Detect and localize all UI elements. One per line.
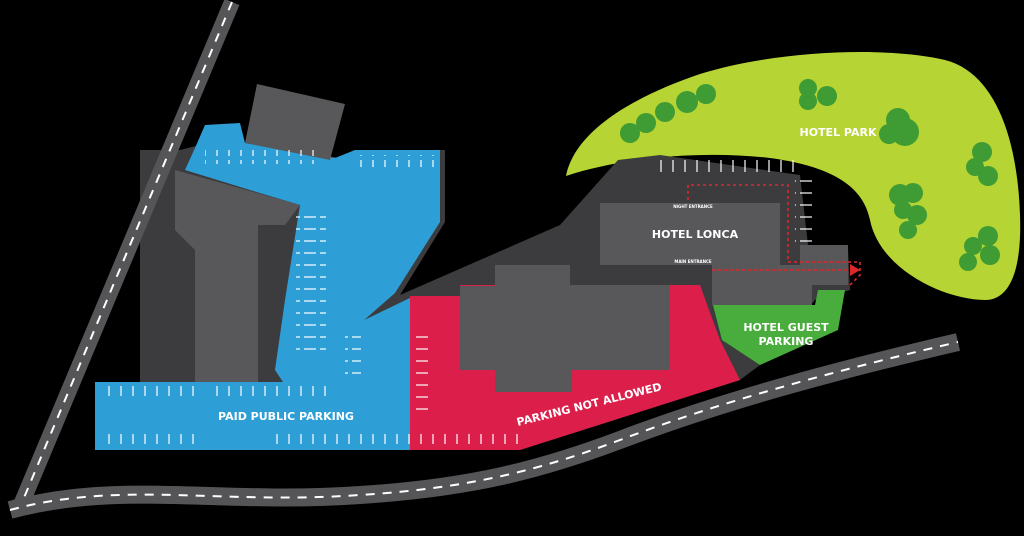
building-main [460,265,670,392]
hotel-wing-building [800,245,848,285]
hotel-park-label: HOTEL PARK [800,126,877,139]
road-bottom [7,333,961,519]
paid-public-parking-label: PAID PUBLIC PARKING [218,410,354,423]
tree-icon [620,79,1000,271]
building-l-block [175,170,300,382]
building-northwest [245,84,345,160]
stall-markings [100,150,813,448]
hotel-lonca-label: HOTEL LONCA [652,228,739,241]
hotel-guest-parking-label-line1: HOTEL GUEST [743,321,829,334]
hotel-guest-parking-zone [713,290,845,365]
route-arrow-icon [687,184,861,286]
hotel-annex-building [712,265,812,305]
road-diagonal [10,0,240,516]
night-entrance-label: NIGHT ENTRANCE [673,204,713,209]
hotel-lonca-building [600,203,780,265]
hotel-guest-parking-label-line2: PARKING [759,335,814,348]
main-entrance-label: MAIN ENTRANCE [674,259,712,264]
